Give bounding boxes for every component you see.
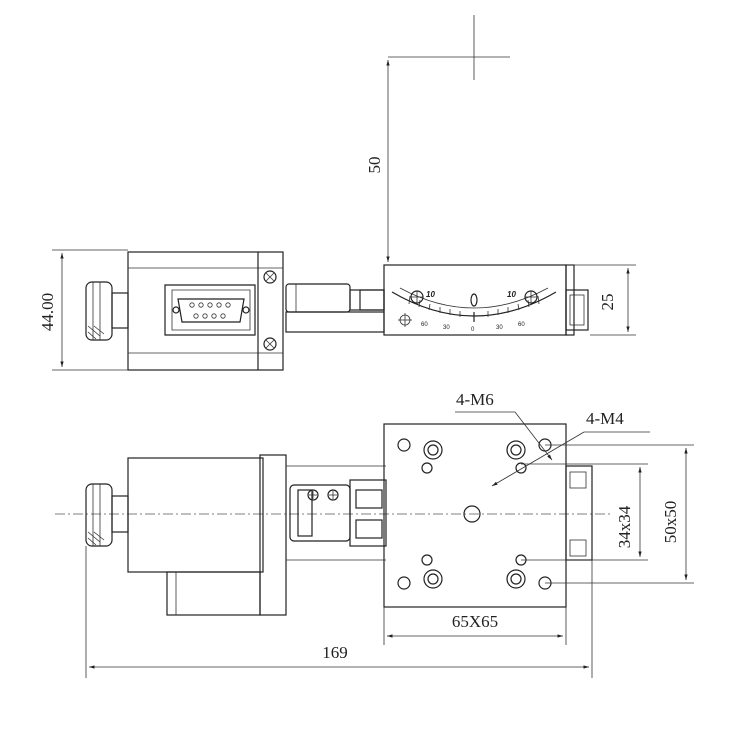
dim-outer-pitch: 50x50 <box>545 444 694 584</box>
dim-top-offset: 50 <box>365 56 430 262</box>
coupling-side <box>285 283 385 333</box>
dim-side-height: 44.00 <box>38 249 128 371</box>
dim-outer-pitch-label: 50x50 <box>661 501 680 544</box>
dim-inner-pitch-label: 34x34 <box>615 505 634 548</box>
dim-inner-pitch: 34x34 <box>521 463 648 561</box>
leader-m6: 4-M6 <box>455 390 553 461</box>
dim-total-length-label: 169 <box>322 643 348 662</box>
dim-table-size: 65X65 <box>383 607 567 645</box>
dim-scale-height-label: 25 <box>598 294 617 311</box>
stage-side: 10 10 60 30 0 30 60 <box>359 264 589 336</box>
label-m6: 4-M6 <box>456 390 494 409</box>
scale-tick-label-3: 0 <box>471 327 475 333</box>
knob-plan <box>85 483 129 547</box>
dim-total-length: 169 <box>85 546 593 678</box>
motor-plan <box>127 454 386 616</box>
coupling-plan <box>289 479 387 547</box>
dim-scale-height: 25 <box>566 264 636 336</box>
scale-label-left: 10 <box>426 290 435 299</box>
side-view: 10 10 60 30 0 30 60 50 44.00 25 <box>38 15 636 371</box>
scale-tick-label-1: 60 <box>421 322 428 328</box>
scale-tick-label-4: 30 <box>496 325 503 331</box>
knob-side <box>85 281 129 341</box>
plan-view: 4-M6 4-M4 34x34 50x50 65X65 <box>55 390 694 678</box>
dim-top-offset-label: 50 <box>365 157 384 174</box>
label-m4: 4-M4 <box>586 409 624 428</box>
db9-pins <box>189 302 231 319</box>
stage-plan <box>383 423 593 608</box>
dim-table-size-label: 65X65 <box>452 612 498 631</box>
dim-side-height-label: 44.00 <box>38 293 57 331</box>
leader-m4: 4-M4 <box>491 409 650 487</box>
scale-tick-label-2: 30 <box>443 325 450 331</box>
scale-label-right: 10 <box>507 290 516 299</box>
scale-ticks <box>408 295 540 322</box>
motor-body-side <box>127 251 284 371</box>
scale-tick-label-5: 60 <box>518 322 525 328</box>
